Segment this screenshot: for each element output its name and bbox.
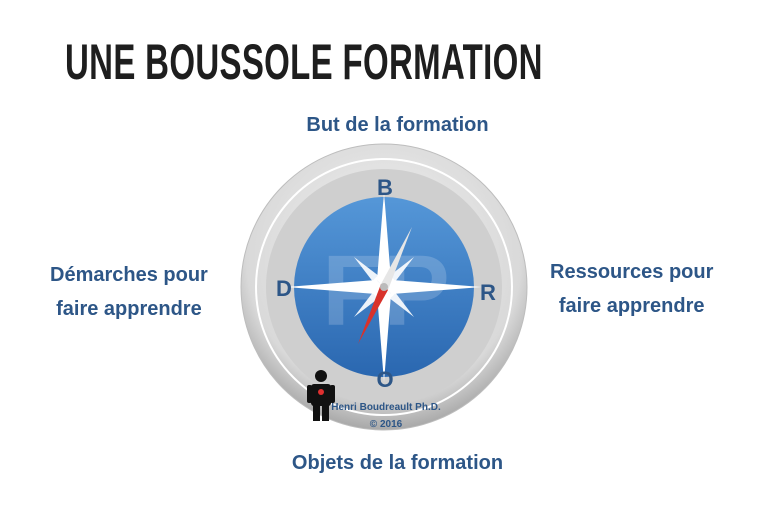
needle-pivot (380, 283, 388, 291)
label-ressources-line2: faire apprendre (558, 295, 705, 317)
label-but: But de la formation (306, 114, 489, 136)
label-ressources-line1: Ressources pour (550, 261, 714, 283)
needle-south (358, 284, 388, 344)
page-title: UNE BOUSSOLE FORMATION (65, 34, 543, 90)
copyright: © 2016 (370, 419, 403, 430)
cardinal-o: O (376, 367, 393, 392)
compass-rim-line (255, 158, 513, 416)
compass-rose (286, 192, 482, 382)
label-demarches-line1: Démarches pour (50, 264, 208, 286)
cardinal-b: B (377, 175, 393, 200)
label-demarches-line2: faire apprendre (56, 298, 202, 320)
person-icon (307, 370, 335, 421)
cardinal-d: D (276, 276, 292, 301)
author-credit: Henri Boudreault Ph.D. (331, 402, 441, 413)
label-objets: Objets de la formation (291, 452, 504, 474)
cardinal-r: R (480, 280, 496, 305)
compass-graphic: FP B O D R Henri Boudreault Ph.D. © 2016 (240, 143, 528, 431)
label-demarches: Démarches pour faire apprendre (50, 258, 208, 326)
label-ressources: Ressources pour faire apprendre (550, 255, 713, 323)
needle-north (381, 227, 412, 290)
rose-center-ring (371, 274, 397, 300)
